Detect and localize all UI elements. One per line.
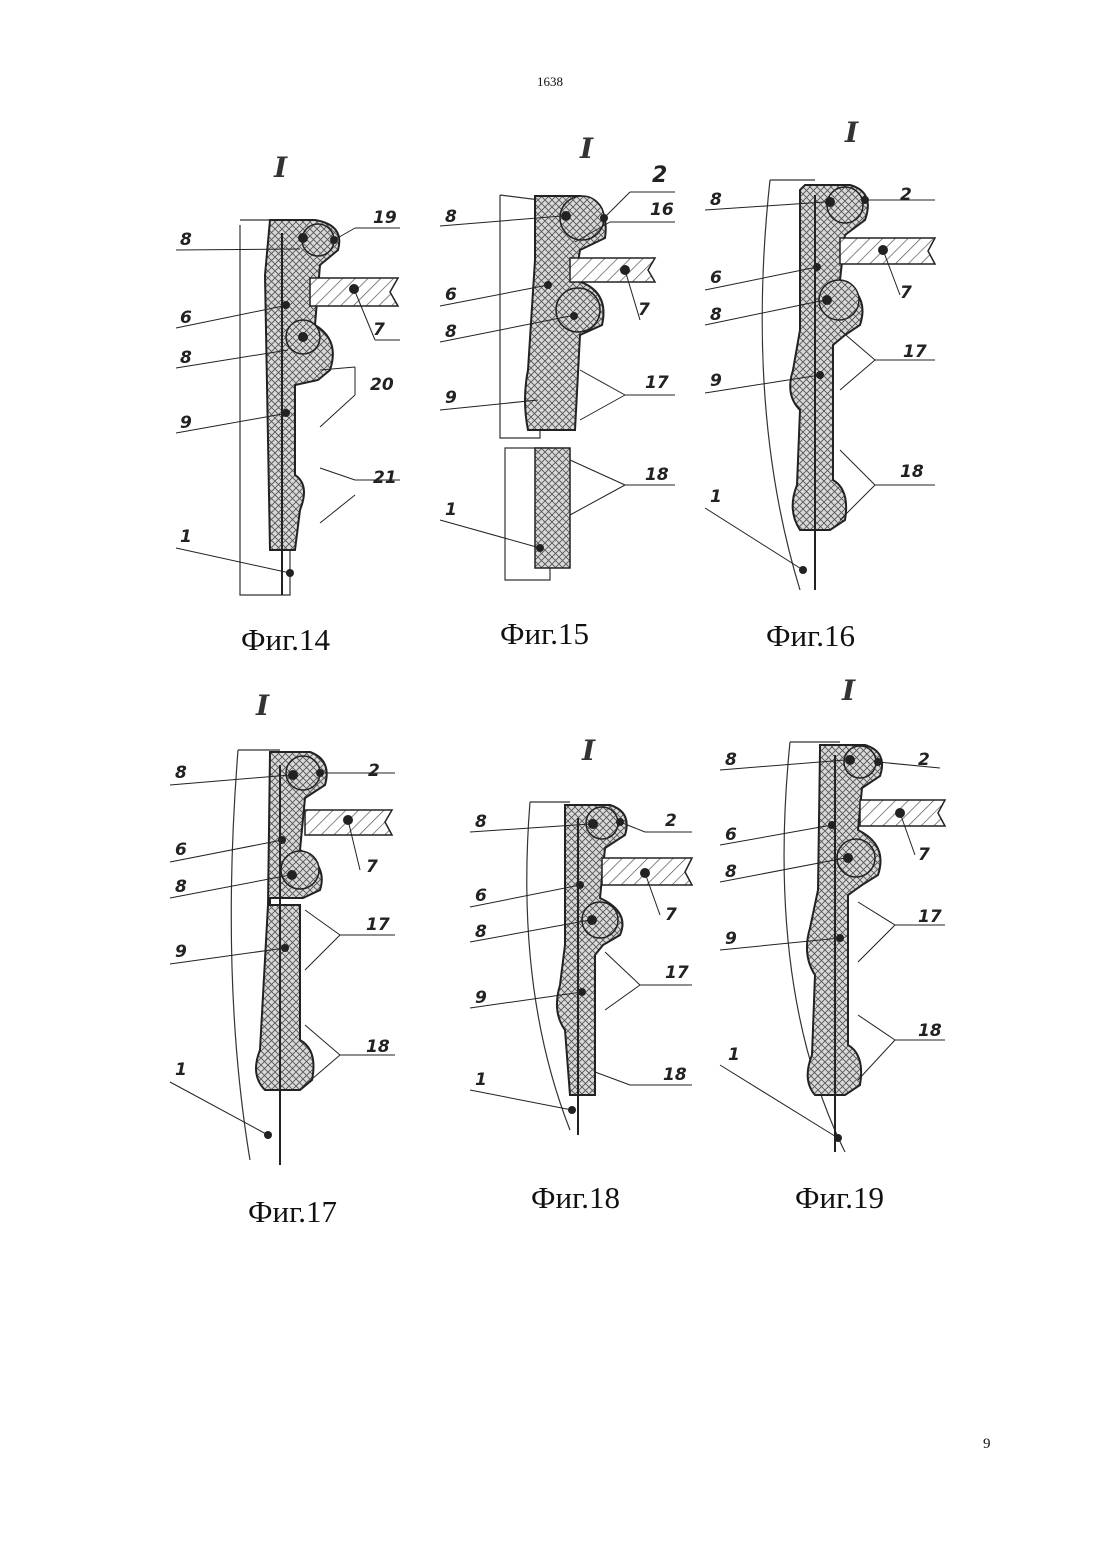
part-label: 9 bbox=[475, 988, 487, 1008]
seal-bead-lower bbox=[281, 851, 319, 889]
cuff-body bbox=[807, 745, 882, 1095]
figure-14: I 8 6 8 9 1 19 7 20 21 bbox=[170, 145, 410, 605]
figure-caption: Фиг.15 bbox=[500, 616, 589, 652]
part-label: 9 bbox=[445, 388, 457, 408]
part-label: 9 bbox=[180, 413, 192, 433]
figure-caption: Фиг.17 bbox=[248, 1194, 337, 1230]
cuff-body bbox=[256, 752, 327, 1090]
part-label: 18 bbox=[366, 1037, 390, 1057]
part-label: 9 bbox=[710, 371, 722, 391]
document-header-number: 1638 bbox=[0, 74, 1100, 90]
part-label: 20 bbox=[370, 375, 394, 395]
part-label: 7 bbox=[900, 283, 912, 303]
part-label: 6 bbox=[445, 285, 457, 305]
part-label: 21 bbox=[373, 468, 397, 488]
part-label: 8 bbox=[710, 190, 722, 210]
part-label: 1 bbox=[175, 1060, 187, 1080]
cuff-body bbox=[557, 805, 627, 1095]
figure-17-drawing: I 8 6 8 9 1 2 7 17 18 bbox=[170, 680, 410, 1170]
figure-19-drawing: I 8 6 8 9 1 2 7 17 18 bbox=[720, 670, 960, 1160]
part-label: 17 bbox=[645, 373, 669, 393]
figure-17: I 8 6 8 9 1 2 7 17 18 bbox=[170, 680, 410, 1170]
detail-mark: I bbox=[579, 132, 594, 165]
page-number: 9 bbox=[983, 1436, 991, 1453]
seal-bead-lower bbox=[556, 288, 600, 332]
part-label: 7 bbox=[373, 320, 385, 340]
part-label: 6 bbox=[725, 825, 737, 845]
part-label: 8 bbox=[175, 763, 187, 783]
part-label: 7 bbox=[366, 857, 378, 877]
detail-mark: I bbox=[841, 674, 856, 707]
part-label: 8 bbox=[180, 348, 192, 368]
part-label: 9 bbox=[175, 942, 187, 962]
figure-19: I 8 6 8 9 1 2 7 17 18 bbox=[720, 670, 960, 1160]
part-label: 17 bbox=[366, 915, 390, 935]
part-label: 2 bbox=[900, 185, 912, 205]
figure-caption: Фиг.18 bbox=[531, 1180, 620, 1216]
part-label: 6 bbox=[180, 308, 192, 328]
figure-16-drawing: I 8 6 8 9 1 2 7 17 18 bbox=[705, 110, 945, 600]
part-label: 18 bbox=[663, 1065, 687, 1085]
part-label: 1 bbox=[710, 487, 722, 507]
figure-caption: Фиг.16 bbox=[766, 618, 855, 654]
cuff-body bbox=[265, 220, 339, 550]
cuff-body bbox=[790, 185, 868, 530]
figure-caption: Фиг.14 bbox=[241, 622, 330, 658]
part-label: 8 bbox=[725, 750, 737, 770]
part-label: 16 bbox=[650, 200, 674, 220]
part-label: 18 bbox=[918, 1021, 942, 1041]
part-label: 8 bbox=[725, 862, 737, 882]
part-label: 8 bbox=[180, 230, 192, 250]
detail-mark: I bbox=[581, 734, 596, 767]
part-label: 2 bbox=[665, 811, 677, 831]
figure-16: I 8 6 8 9 1 2 7 17 18 bbox=[705, 110, 945, 600]
figure-18-drawing: I 8 6 8 9 1 2 7 17 18 bbox=[470, 730, 710, 1150]
figure-caption: Фиг.19 bbox=[795, 1180, 884, 1216]
part-label: 18 bbox=[900, 462, 924, 482]
part-label: 8 bbox=[445, 207, 457, 227]
figure-18: I 8 6 8 9 1 2 7 17 18 bbox=[470, 730, 710, 1150]
part-label: 6 bbox=[475, 886, 487, 906]
part-label: 6 bbox=[175, 840, 187, 860]
part-label: 8 bbox=[475, 922, 487, 942]
part-label: 17 bbox=[903, 342, 927, 362]
part-label: 1 bbox=[180, 527, 192, 547]
part-label: 2 bbox=[918, 750, 930, 770]
detail-mark: I bbox=[255, 689, 270, 722]
part-label: 7 bbox=[638, 300, 650, 320]
part-label: 8 bbox=[445, 322, 457, 342]
part-label: 2 bbox=[652, 163, 667, 188]
part-label: 8 bbox=[710, 305, 722, 325]
part-label: 8 bbox=[475, 812, 487, 832]
part-label: 7 bbox=[918, 845, 930, 865]
part-label: 1 bbox=[445, 500, 457, 520]
part-label: 9 bbox=[725, 929, 737, 949]
part-label: 7 bbox=[665, 905, 677, 925]
part-label: 2 bbox=[368, 761, 380, 781]
part-label: 18 bbox=[645, 465, 669, 485]
figure-15-drawing: I 8 6 8 9 1 2 16 7 17 18 bbox=[440, 130, 680, 590]
detail-mark: I bbox=[273, 151, 288, 184]
part-label: 1 bbox=[728, 1045, 740, 1065]
figure-14-drawing: I 8 6 8 9 1 19 7 20 21 bbox=[170, 145, 410, 605]
part-label: 17 bbox=[665, 963, 689, 983]
part-label: 1 bbox=[475, 1070, 487, 1090]
flange-plate bbox=[570, 258, 655, 282]
part-label: 8 bbox=[175, 877, 187, 897]
part-label: 6 bbox=[710, 268, 722, 288]
part-label: 19 bbox=[373, 208, 397, 228]
figure-15: I 8 6 8 9 1 2 16 7 17 18 bbox=[440, 130, 680, 590]
detail-mark: I bbox=[844, 116, 859, 149]
part-label: 17 bbox=[918, 907, 942, 927]
